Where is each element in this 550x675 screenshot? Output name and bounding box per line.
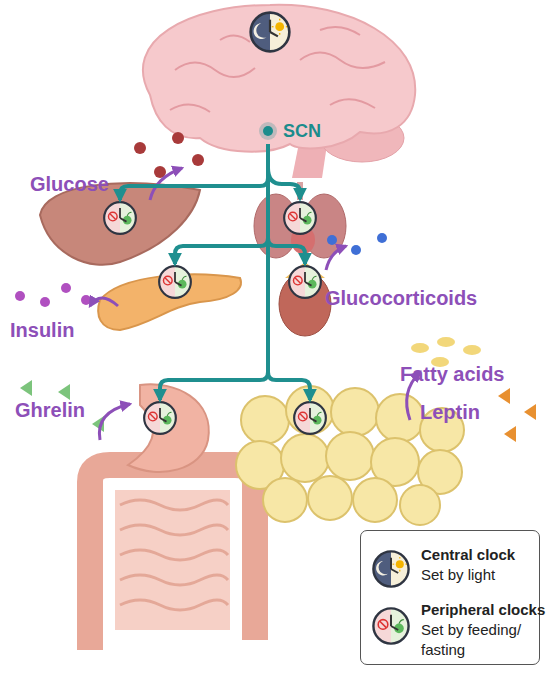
brain [143, 5, 415, 178]
adrenal-node: Glucocorticoids [265, 264, 345, 334]
legend-note: Set by feeding/ fasting [421, 620, 536, 660]
signal-connector [268, 144, 310, 400]
signal-connector [268, 144, 305, 264]
legend-text: Peripheral clocks [421, 600, 545, 620]
hormone-label: Insulin [10, 318, 74, 342]
hormone-label: Ghrelin [15, 398, 85, 422]
lung-branch [268, 168, 300, 199]
glucose-molecules [134, 132, 204, 178]
fatty-acid-molecules [411, 337, 481, 367]
hormone-label: Glucocorticoids [325, 286, 477, 310]
gut-node: Ghrelin [110, 400, 220, 480]
hormone-label: Glucose [30, 172, 109, 196]
scn-dot [263, 126, 273, 136]
legend-clocks [361, 531, 421, 664]
signal-connector [160, 144, 268, 400]
gut [90, 384, 255, 650]
adipose-node: Fatty acidsLeptin [240, 400, 470, 512]
pancreas-node: Insulin [100, 264, 245, 332]
legend-text: Central clock [421, 545, 515, 565]
scn-marker-box: SCN [258, 118, 320, 144]
hormone-label: Leptin [420, 400, 480, 424]
liver-node: Glucose [40, 200, 200, 265]
legend-note: Set by light [421, 565, 536, 585]
kidney [279, 262, 331, 336]
legend-box: Central clockPeripheral clocksSet by lig… [360, 530, 540, 665]
leptin-molecules [498, 388, 536, 442]
signal-connector [175, 144, 268, 264]
insulin-molecules [15, 283, 91, 307]
scn-label: SCN [283, 119, 321, 143]
signal-connector [120, 144, 268, 200]
pancreas [98, 266, 241, 330]
metabolite-label: Fatty acids [400, 362, 504, 386]
